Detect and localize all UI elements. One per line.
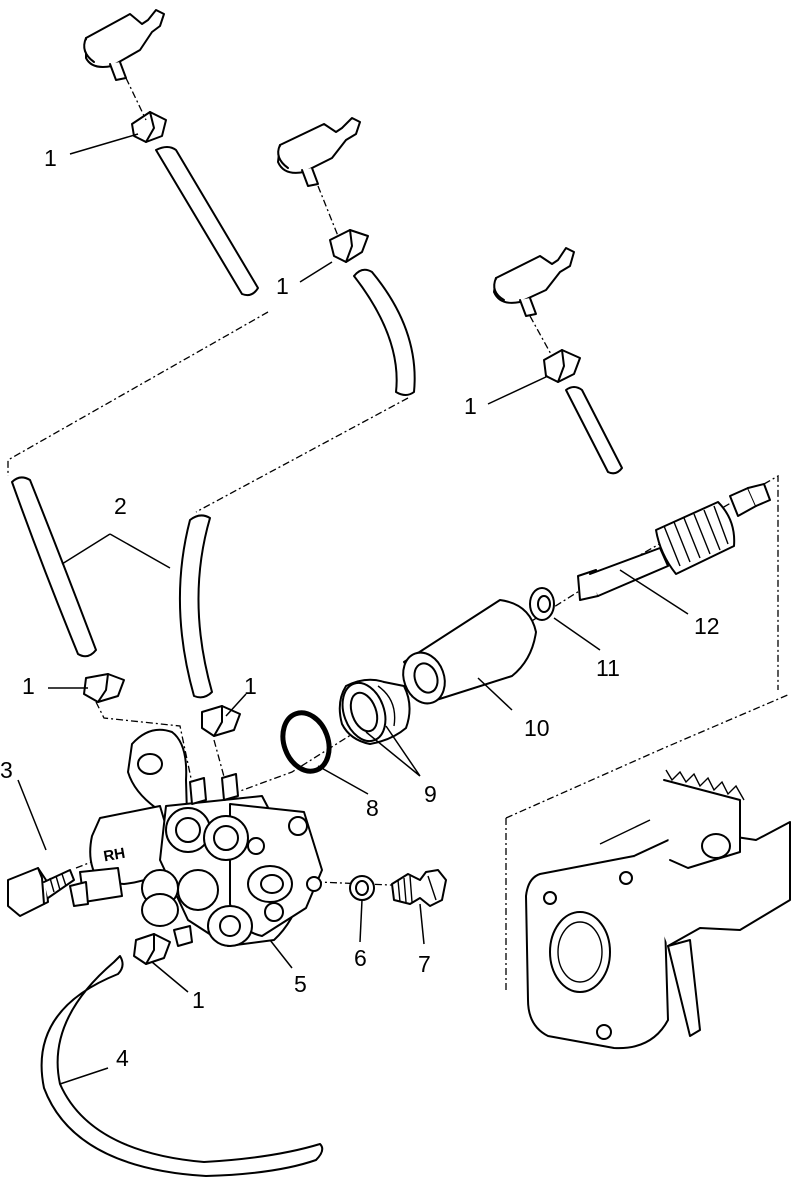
hose-upper-mid — [353, 268, 416, 396]
callout-1-right: 1 — [464, 393, 477, 419]
callout-2: 2 — [114, 493, 127, 519]
dash-line-lower-left — [95, 701, 197, 803]
hose-clip-lower-mid — [201, 705, 241, 737]
hose-2-left — [11, 476, 97, 658]
callout-8: 8 — [366, 795, 379, 821]
callout-1-top: 1 — [44, 145, 57, 171]
drive-shaft-part-12 — [577, 483, 771, 601]
bolt-part-3 — [7, 867, 75, 917]
washer-part-11 — [529, 587, 555, 621]
callout-1-lower-left: 1 — [22, 673, 35, 699]
engine-case — [525, 769, 791, 1050]
hose-clip-lower-left — [83, 673, 125, 703]
callout-4: 4 — [116, 1045, 129, 1071]
dash-line-upper-mid — [195, 397, 409, 513]
callout-3: 3 — [0, 757, 13, 783]
callout-1-upper-mid: 1 — [276, 273, 289, 299]
hose-clip-right — [543, 349, 581, 383]
pump-body-marking: RH — [102, 845, 126, 866]
long-hose-part-4 — [40, 955, 324, 1177]
sleeve-part-10 — [402, 599, 537, 705]
dash-line-upper-left — [7, 311, 269, 476]
callout-12: 12 — [694, 613, 720, 639]
fitting-part-7 — [391, 869, 447, 907]
oil-pump-body-part-5: RH — [69, 728, 323, 947]
dash-line-right-frame — [763, 474, 779, 690]
injector-fitting-1 — [83, 9, 165, 81]
callout-1-lower-mid: 1 — [244, 673, 257, 699]
hose-clip-top-mid — [329, 229, 369, 263]
injector-fitting-3 — [493, 247, 575, 317]
callout-10: 10 — [524, 715, 550, 741]
callout-9: 9 — [424, 781, 437, 807]
seal-part-9 — [338, 678, 411, 745]
callout-6: 6 — [354, 945, 367, 971]
hose-clip-top-left — [131, 111, 167, 143]
dash-line-fitting-3 — [529, 315, 553, 357]
hose-upper-left — [155, 146, 259, 297]
dash-line-fitting-axis — [269, 879, 415, 887]
washer-part-6 — [349, 875, 375, 901]
o-ring-part-8 — [280, 710, 332, 774]
hose-right — [565, 386, 623, 475]
injector-fitting-2 — [277, 117, 361, 187]
callout-1-bottom: 1 — [192, 987, 205, 1013]
hose-clip-bottom — [133, 933, 171, 965]
hose-2-right — [178, 514, 213, 699]
dash-line-fitting-1 — [125, 77, 147, 121]
dash-line-fitting-2 — [317, 185, 339, 237]
leader-lines — [17, 133, 689, 1085]
callout-7: 7 — [418, 951, 431, 977]
dash-line-engine-case — [505, 693, 791, 819]
callout-5: 5 — [294, 971, 307, 997]
callout-11: 11 — [596, 655, 620, 681]
